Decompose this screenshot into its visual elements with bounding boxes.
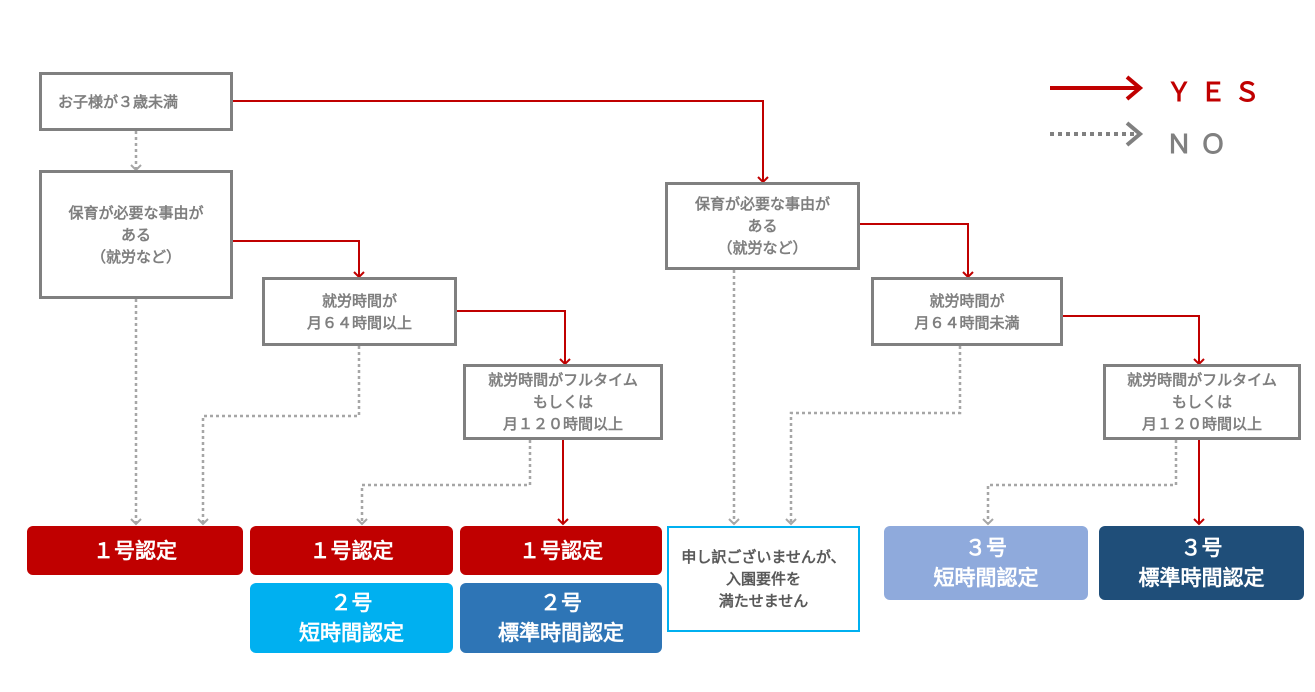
question-fulltime-left-line3: 月１２０時間以上 <box>502 415 623 433</box>
yes-under3-to-need-right <box>233 100 769 184</box>
yes-need-left-to-work64 <box>233 240 365 279</box>
question-need-right-line1: 保育が必要な事由が <box>694 195 830 213</box>
result-1go-b-label: １号認定 <box>309 538 394 563</box>
question-fulltime-right-line1: 就労時間がフルタイム <box>1127 371 1277 389</box>
result-3go-standard-line1: ３号 <box>1180 536 1223 560</box>
legend-yes-label: ＹＥＳ <box>1166 78 1269 108</box>
result-2go-standard-line1: ２号 <box>540 591 582 615</box>
question-work64-under-line1: 就労時間が <box>929 291 1005 310</box>
question-need-left-line1: 保育が必要な事由が <box>68 203 204 222</box>
yes-need-right-to-work64under <box>859 223 974 279</box>
result-1go-b: １号認定 <box>250 526 453 575</box>
result-2go-short-line2: 短時間認定 <box>299 621 404 645</box>
question-fulltime-right-line2: もしくは <box>1171 393 1232 411</box>
question-work64-under-line2: 月６４時間未満 <box>914 313 1020 332</box>
result-3go-standard: ３号 標準時間認定 <box>1099 526 1304 600</box>
question-work64-over: 就労時間が 月６４時間以上 <box>262 277 457 346</box>
result-1go-a: １号認定 <box>27 526 243 575</box>
result-1go-c-label: １号認定 <box>519 538 603 563</box>
question-work64-over-line1: 就労時間が <box>321 291 397 310</box>
question-fulltime-left-line1: 就労時間がフルタイム <box>488 371 638 389</box>
question-need-right-line3: （就労など） <box>717 239 808 257</box>
question-need-left-line2: ある <box>120 225 151 244</box>
yes-work64under-to-fulltime <box>1062 315 1205 366</box>
result-2go-standard-line2: 標準時間認定 <box>498 621 624 645</box>
question-work64-under: 就労時間が 月６４時間未満 <box>871 277 1063 346</box>
no-work64under-to-sorry <box>785 346 962 526</box>
result-not-eligible-line3: 満たせません <box>718 592 809 610</box>
legend-no-label: ＮＯ <box>1166 130 1235 160</box>
question-under3-line: お子様が３歳未満 <box>58 92 179 111</box>
result-1go-c: １号認定 <box>460 526 662 575</box>
result-3go-short-line2: 短時間認定 <box>933 566 1039 590</box>
question-under3: お子様が３歳未満 <box>39 72 233 131</box>
yes-work64-to-fulltime <box>457 310 571 366</box>
question-need-left-line3: （就労など） <box>90 247 181 266</box>
no-fulltime-to-r3short <box>982 440 1178 526</box>
result-3go-short-line1: ３号 <box>965 536 1007 560</box>
question-need-left: 保育が必要な事由が ある （就労など） <box>39 170 233 299</box>
question-fulltime-right: 就労時間がフルタイム もしくは 月１２０時間以上 <box>1103 364 1301 440</box>
question-work64-over-line2: 月６４時間以上 <box>306 313 412 332</box>
result-not-eligible-line2: 入園要件を <box>725 570 801 588</box>
result-3go-standard-line2: 標準時間認定 <box>1138 566 1265 590</box>
result-2go-short: ２号 短時間認定 <box>250 583 453 653</box>
result-1go-a-label: １号認定 <box>93 538 177 563</box>
no-fulltime-to-r1b <box>356 440 532 526</box>
result-3go-short: ３号 短時間認定 <box>884 526 1088 600</box>
question-need-right: 保育が必要な事由が ある （就労など） <box>665 182 860 270</box>
question-need-right-line2: ある <box>747 217 778 235</box>
result-not-eligible-line1: 申し訳ございませんが、 <box>681 548 846 566</box>
no-work64-to-r1a <box>197 346 361 526</box>
result-2go-short-line1: ２号 <box>330 591 373 615</box>
result-2go-standard: ２号 標準時間認定 <box>460 583 662 653</box>
result-not-eligible: 申し訳ございませんが、 入園要件を 満たせません <box>667 526 860 632</box>
question-fulltime-left: 就労時間がフルタイム もしくは 月１２０時間以上 <box>463 364 663 440</box>
question-fulltime-left-line2: もしくは <box>532 393 593 411</box>
question-fulltime-right-line3: 月１２０時間以上 <box>1141 415 1262 433</box>
